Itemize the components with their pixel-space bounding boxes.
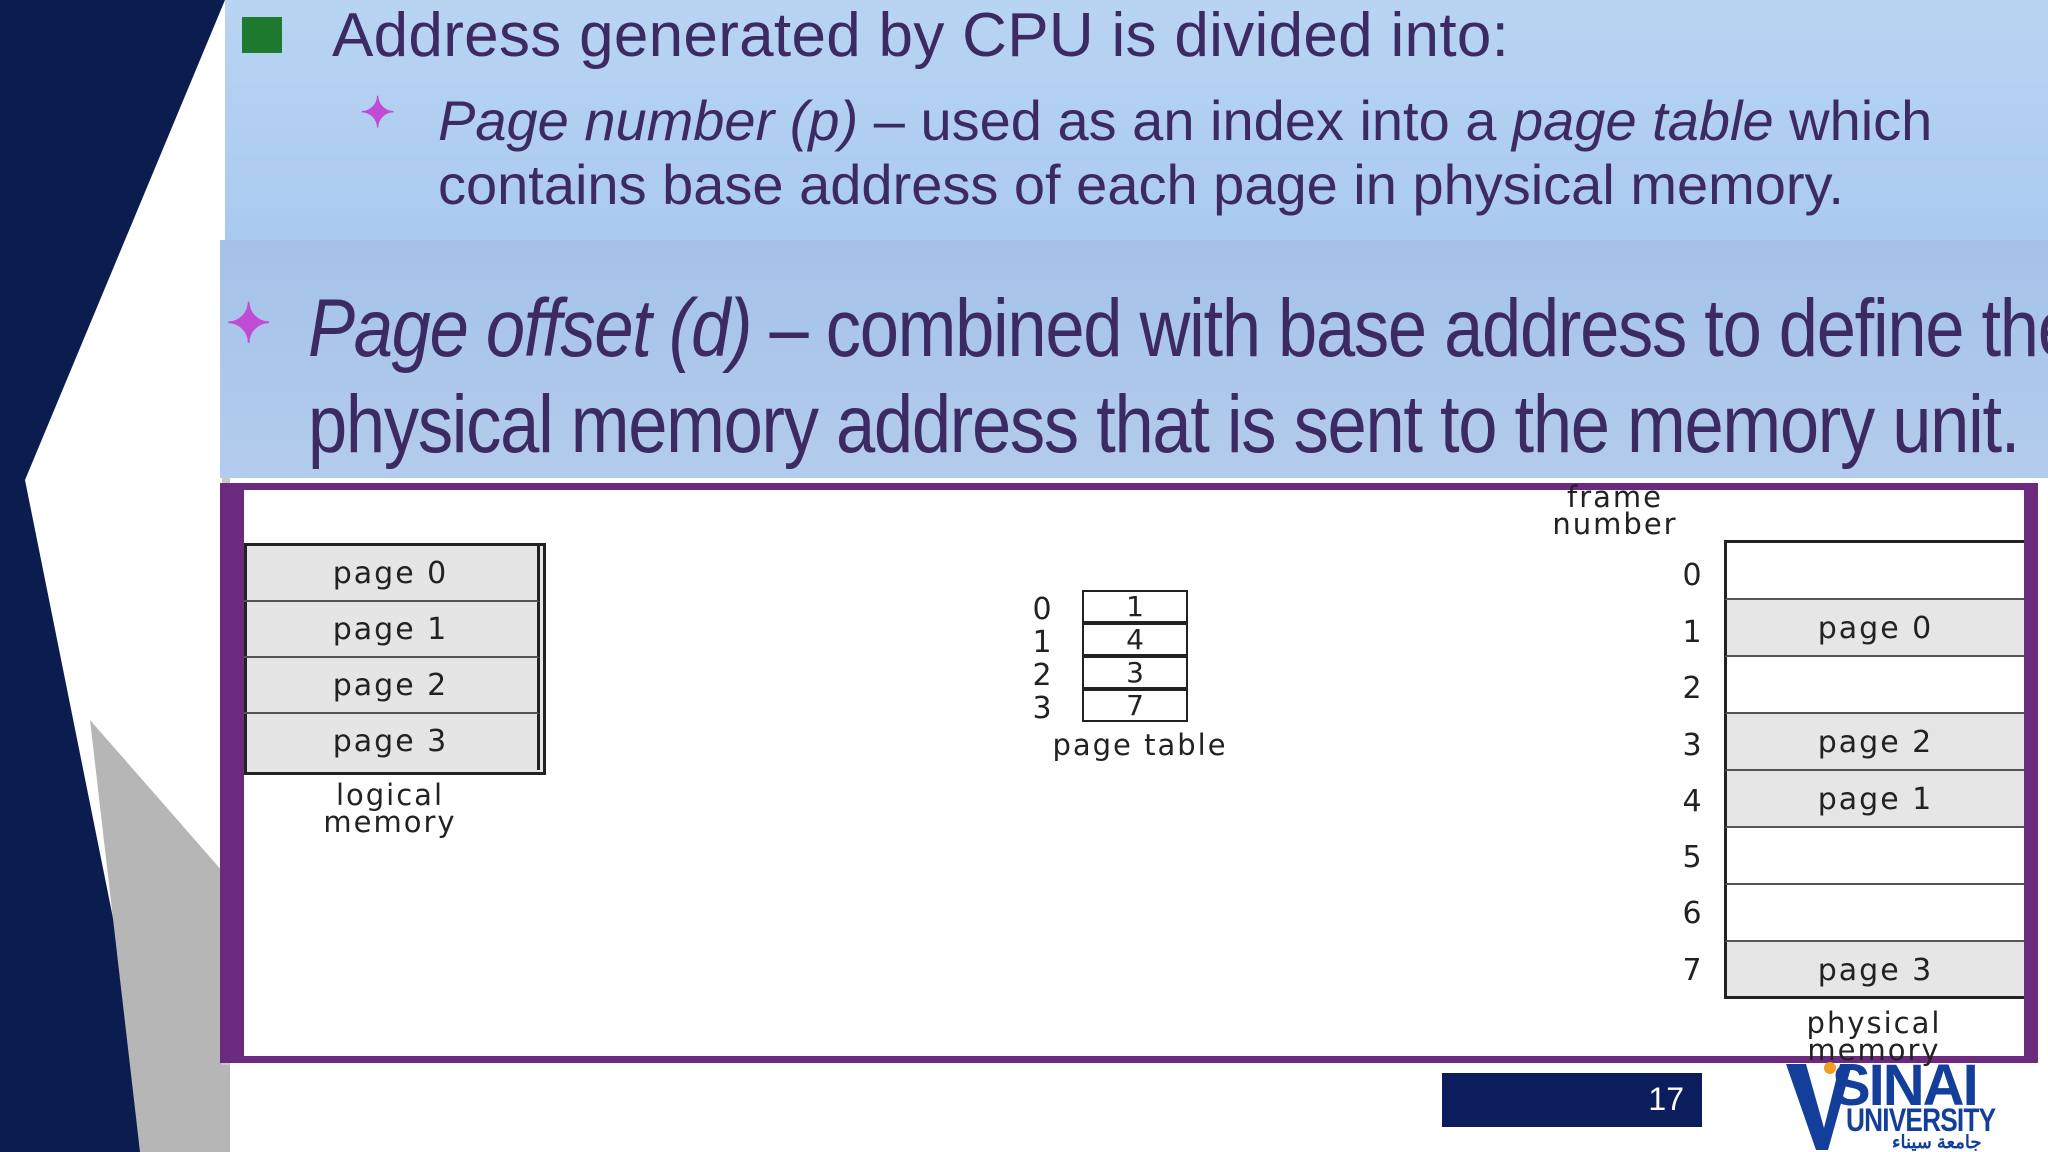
frame-number: 5 <box>1682 840 1702 875</box>
physical-memory-frame: page 2 <box>1724 714 2024 771</box>
page-table-entry: 3 <box>1082 656 1188 689</box>
physical-memory-frame <box>1724 885 2024 942</box>
page-table-entry: 4 <box>1082 623 1188 656</box>
frame-number: 3 <box>1682 728 1702 763</box>
cell-label: page 0 <box>1817 611 1934 646</box>
header-line: frame <box>1567 480 1663 514</box>
physical-memory-frame: page 1 <box>1724 771 2024 828</box>
frame-number: 7 <box>1682 953 1702 988</box>
page-offset-definition: Page offset (d) – combined with base add… <box>308 282 2048 376</box>
star-bullet-icon: ✦ <box>360 89 396 136</box>
header-line: number <box>1552 507 1678 541</box>
cell-label: page 3 <box>332 724 449 759</box>
page-offset-definition-line2: physical memory address that is sent to … <box>308 379 2020 470</box>
physical-memory-frame <box>1724 657 2024 714</box>
frame-number: 0 <box>1682 558 1702 593</box>
page-table-index: 3 <box>1032 691 1052 726</box>
cell-label: page 1 <box>1817 782 1934 817</box>
square-bullet-icon <box>242 17 282 53</box>
star-bullet-icon: ✦ <box>226 294 272 354</box>
logical-memory-cell: page 0 <box>244 546 540 602</box>
frame-number: 4 <box>1682 784 1702 819</box>
slide-number-bar: 17 <box>1442 1073 1702 1127</box>
page-number-definition: Page number (p) – used as an index into … <box>438 88 1932 153</box>
logo-name: SINAI <box>1832 1053 1979 1118</box>
page-table-index: 1 <box>1032 625 1052 660</box>
logo-subtitle: UNIVERSITY <box>1846 1102 1996 1138</box>
logical-memory-box <box>244 543 546 775</box>
physical-memory-frame <box>1724 828 2024 885</box>
cell-label: page 2 <box>1817 725 1934 760</box>
slide-number: 17 <box>1648 1081 1684 1117</box>
cell-label: page 0 <box>332 556 449 591</box>
logo-arabic: جامعة سيناء <box>1892 1132 1982 1152</box>
sinai-university-logo: SINAI UNIVERSITY جامعة سيناء <box>1786 1053 2048 1152</box>
frame-number: 6 <box>1682 896 1702 931</box>
left-decorative-band <box>0 0 230 1152</box>
physical-memory-frame <box>1724 543 2024 600</box>
page-table-entry: 1 <box>1082 590 1188 623</box>
text-panel-middle <box>220 240 2048 478</box>
frame-number: 1 <box>1682 615 1702 650</box>
term-page-table: page table <box>1512 89 1774 152</box>
rest-text: which <box>1773 89 1933 152</box>
page-table-index: 0 <box>1032 592 1052 627</box>
caption-line: logical <box>335 778 445 812</box>
slide-heading: Address generated by CPU is divided into… <box>332 1 1510 70</box>
caption-line: memory <box>1807 1033 1941 1067</box>
physical-memory-top-border <box>1724 540 2024 543</box>
offset-rest-text: – combined with base address to define t… <box>751 283 2048 374</box>
physical-memory-frame: page 3 <box>1724 942 2024 999</box>
cell-label: page 3 <box>1817 953 1934 988</box>
cell-label: page 1 <box>332 612 449 647</box>
text-panel-top <box>225 0 2048 240</box>
term-page-offset: Page offset (d) <box>308 283 753 374</box>
cell-label: page 2 <box>332 668 449 703</box>
frame-number: 2 <box>1682 671 1702 706</box>
page-table-entry: 7 <box>1082 689 1188 722</box>
dash-text: – used as an index into a <box>858 89 1513 152</box>
logical-memory-cell: page 1 <box>244 602 540 658</box>
caption-line: memory <box>323 805 457 839</box>
term-page-number: Page number (p) <box>438 89 859 152</box>
page-number-definition-line2: contains base address of each page in ph… <box>438 153 1844 216</box>
page-table-index: 2 <box>1032 658 1052 693</box>
physical-memory-frame: page 0 <box>1724 600 2024 657</box>
logo-v-icon <box>1786 1062 1852 1150</box>
logical-memory-cell: page 2 <box>244 658 540 714</box>
page-table-caption: page table <box>1052 728 1228 762</box>
caption-line: physical <box>1806 1006 1942 1040</box>
logical-memory-cell: page 3 <box>244 714 540 770</box>
